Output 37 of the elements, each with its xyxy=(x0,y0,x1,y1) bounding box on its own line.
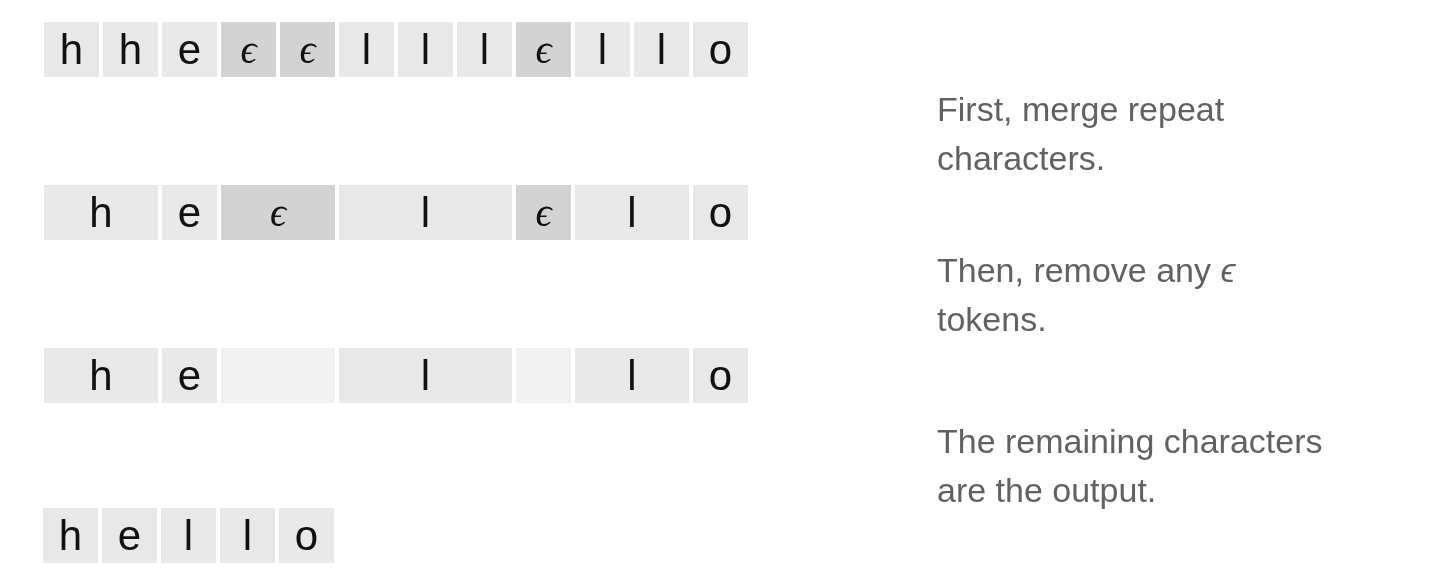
token-character: l xyxy=(361,28,372,71)
token-character: h xyxy=(118,28,143,71)
token-tile xyxy=(221,185,335,240)
token-character: l xyxy=(627,191,637,234)
token-character: o xyxy=(294,514,319,557)
token-character: ϵ xyxy=(269,192,287,233)
token-character: h xyxy=(89,191,113,234)
token-character: ϵ xyxy=(535,192,552,233)
token-character: ϵ xyxy=(535,29,552,70)
token-character: l xyxy=(183,514,194,557)
step-note: The remaining characters are the output. xyxy=(937,421,1324,511)
token-tile xyxy=(221,22,276,77)
token-tile xyxy=(516,185,571,240)
step-note: Then, remove any ϵ tokens. xyxy=(937,250,1237,340)
token-character: ϵ xyxy=(299,29,316,70)
token-character: l xyxy=(420,28,431,71)
token-character: h xyxy=(89,354,113,397)
token-character: ϵ xyxy=(240,29,257,70)
token-character: e xyxy=(117,514,142,557)
token-character: o xyxy=(708,191,733,234)
token-character: h xyxy=(59,28,84,71)
token-character: l xyxy=(597,28,608,71)
token-character: l xyxy=(420,191,431,234)
token-character: o xyxy=(708,354,733,397)
token-character: l xyxy=(627,354,637,397)
token-tile xyxy=(516,22,571,77)
token-character: l xyxy=(656,28,667,71)
token-character: l xyxy=(420,354,431,397)
token-tile xyxy=(280,22,335,77)
step-note: First, merge repeat characters. xyxy=(937,89,1226,179)
token-character: e xyxy=(177,191,202,234)
token-character: l xyxy=(242,514,253,557)
token-character: e xyxy=(177,28,202,71)
token-character: o xyxy=(708,28,733,71)
token-character: l xyxy=(479,28,490,71)
token-character: e xyxy=(177,354,202,397)
token-character: h xyxy=(58,514,83,557)
